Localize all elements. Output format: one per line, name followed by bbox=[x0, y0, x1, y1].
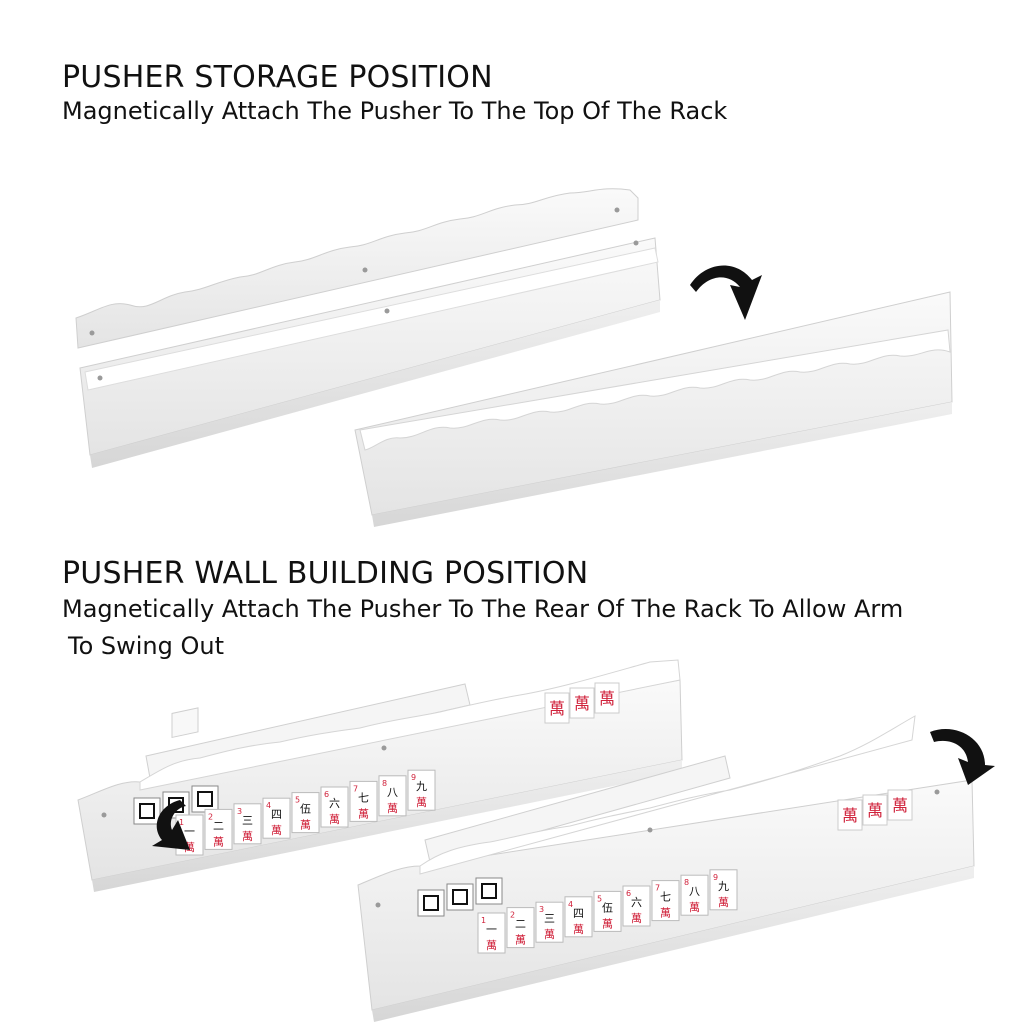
mahjong-tile: 6六萬 bbox=[320, 786, 349, 828]
tile-number: 2 bbox=[208, 812, 213, 821]
tile-number: 5 bbox=[597, 894, 602, 903]
tile-numeral: 伍 bbox=[300, 803, 311, 816]
mahjong-tile: 2二萬 bbox=[506, 907, 535, 949]
tile-number: 3 bbox=[237, 807, 242, 816]
tile-numeral: 四 bbox=[271, 808, 282, 821]
tile-character: 萬 bbox=[689, 901, 700, 914]
wall-building-description: Magnetically Attach The Pusher To The Re… bbox=[62, 595, 904, 623]
rack-with-pusher bbox=[354, 291, 953, 527]
tile-number: 6 bbox=[626, 889, 631, 898]
mahjong-tile: 4四萬 bbox=[262, 797, 291, 839]
tile-character: 萬 bbox=[271, 824, 282, 837]
tile-number: 9 bbox=[713, 873, 718, 882]
mahjong-tile: 4四萬 bbox=[564, 896, 593, 938]
tile-numeral: 六 bbox=[631, 896, 642, 909]
tile-number: 9 bbox=[411, 773, 416, 782]
tile-number: 1 bbox=[481, 916, 486, 925]
svg-text:萬: 萬 bbox=[867, 801, 883, 820]
svg-text:萬: 萬 bbox=[599, 689, 615, 708]
mahjong-tile: 8八萬 bbox=[680, 874, 709, 916]
svg-text:萬: 萬 bbox=[892, 796, 908, 815]
tile-character: 萬 bbox=[631, 912, 642, 925]
svg-text:萬: 萬 bbox=[842, 806, 858, 825]
tile-number: 4 bbox=[568, 900, 573, 909]
tile-character: 萬 bbox=[184, 841, 195, 854]
mahjong-tile: 3三萬 bbox=[535, 901, 564, 943]
tile-numeral: 四 bbox=[573, 907, 584, 920]
tile-character: 萬 bbox=[358, 807, 369, 820]
svg-text:萬: 萬 bbox=[574, 694, 590, 713]
mahjong-tile: 5伍萬 bbox=[291, 792, 320, 834]
curved-arrow-icon bbox=[930, 728, 995, 785]
mahjong-tile: 8八萬 bbox=[378, 775, 407, 817]
tile-number: 8 bbox=[684, 878, 689, 887]
tile-numeral: 一 bbox=[184, 825, 195, 838]
character-tiles-group: 萬 萬 萬 bbox=[544, 682, 620, 724]
wall-building-description-continued: To Swing Out bbox=[68, 632, 225, 660]
tile-character: 萬 bbox=[387, 802, 398, 815]
svg-text:萬: 萬 bbox=[549, 699, 565, 718]
tile-number: 7 bbox=[353, 784, 358, 793]
tile-number: 1 bbox=[179, 818, 184, 827]
tile-number: 3 bbox=[539, 905, 544, 914]
mahjong-tile: 9九萬 bbox=[709, 869, 738, 911]
mahjong-tile: 6六萬 bbox=[622, 885, 651, 927]
tile-number: 5 bbox=[295, 796, 300, 805]
tile-numeral: 伍 bbox=[602, 901, 613, 914]
tile-character: 萬 bbox=[602, 917, 613, 930]
pusher-bar bbox=[75, 188, 639, 349]
tile-number: 4 bbox=[266, 801, 271, 810]
mahjong-tile: 7七萬 bbox=[651, 880, 680, 922]
tile-character: 萬 bbox=[573, 923, 584, 936]
curved-arrow-icon bbox=[690, 265, 762, 320]
wall-building-heading: PUSHER WALL BUILDING POSITION bbox=[62, 556, 589, 591]
tile-character: 萬 bbox=[213, 835, 224, 848]
storage-description: Magnetically Attach The Pusher To The To… bbox=[62, 97, 728, 125]
tile-character: 萬 bbox=[660, 907, 671, 920]
mahjong-tile: 3三萬 bbox=[233, 803, 262, 845]
character-tiles-group: 萬 萬 萬 bbox=[837, 789, 913, 831]
dot-tiles-group bbox=[417, 877, 503, 917]
mahjong-tile: 1一萬 bbox=[477, 912, 506, 954]
tile-number: 2 bbox=[510, 911, 515, 920]
tile-character: 萬 bbox=[300, 819, 311, 832]
rack bbox=[79, 237, 661, 468]
mahjong-tile: 2二萬 bbox=[204, 808, 233, 850]
tile-numeral: 八 bbox=[689, 885, 700, 898]
tile-numeral: 七 bbox=[660, 891, 671, 904]
tile-number: 6 bbox=[324, 790, 329, 799]
tile-numeral: 九 bbox=[718, 880, 729, 893]
tile-numeral: 一 bbox=[486, 923, 497, 936]
tile-character: 萬 bbox=[242, 830, 253, 843]
mahjong-tile: 9九萬 bbox=[407, 769, 436, 811]
tile-numeral: 三 bbox=[242, 814, 253, 827]
tile-numeral: 二 bbox=[213, 819, 224, 832]
tile-number: 8 bbox=[382, 779, 387, 788]
dot-tiles-group bbox=[133, 785, 219, 825]
mahjong-tile: 7七萬 bbox=[349, 780, 378, 822]
curved-arrow-icon bbox=[152, 800, 190, 850]
tile-character: 萬 bbox=[718, 896, 729, 909]
tile-number: 7 bbox=[655, 884, 660, 893]
tile-character: 萬 bbox=[416, 796, 427, 809]
tile-numeral: 二 bbox=[515, 918, 526, 931]
tile-character: 萬 bbox=[486, 939, 497, 952]
tile-character: 萬 bbox=[515, 934, 526, 947]
tile-numeral: 三 bbox=[544, 912, 555, 925]
storage-heading: PUSHER STORAGE POSITION bbox=[62, 60, 493, 95]
tile-numeral: 七 bbox=[358, 791, 369, 804]
tile-numeral: 六 bbox=[329, 797, 340, 810]
tile-character: 萬 bbox=[329, 813, 340, 826]
mahjong-tile: 5伍萬 bbox=[593, 890, 622, 932]
tile-numeral: 九 bbox=[416, 780, 427, 793]
tile-numeral: 八 bbox=[387, 786, 398, 799]
tile-character: 萬 bbox=[544, 928, 555, 941]
